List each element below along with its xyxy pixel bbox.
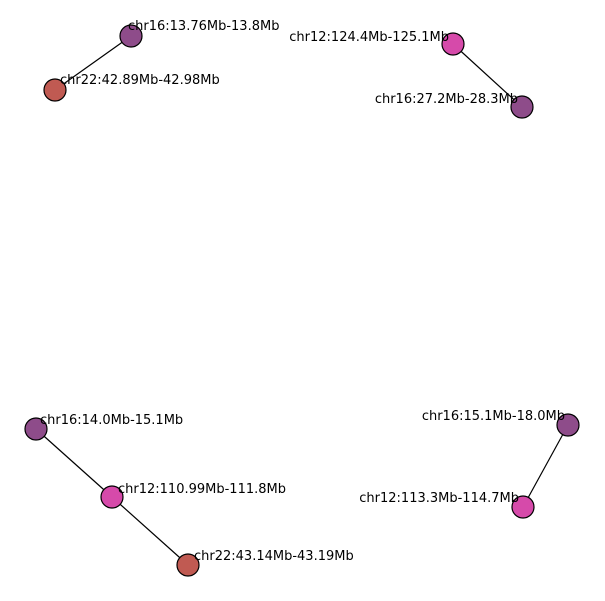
node-label-n7: chr22:43.14Mb-43.19Mb — [194, 549, 354, 564]
node-n9[interactable] — [511, 495, 535, 519]
node-n8[interactable] — [556, 413, 580, 437]
node-label-n6: chr12:110.99Mb-111.8Mb — [118, 482, 286, 497]
edge-n3-n4 — [452, 43, 523, 108]
node-n2[interactable] — [43, 78, 67, 102]
edge-n1-n2 — [54, 35, 132, 91]
node-label-n8: chr16:15.1Mb-18.0Mb — [422, 409, 565, 424]
node-label-n4: chr16:27.2Mb-28.3Mb — [375, 92, 518, 107]
edges-layer — [35, 35, 569, 566]
node-label-n3: chr12:124.4Mb-125.1Mb — [289, 30, 449, 45]
nodes-layer — [24, 24, 580, 577]
edge-n8-n9 — [522, 424, 569, 508]
edge-n5-n6 — [35, 428, 113, 498]
edge-n6-n7 — [111, 496, 189, 566]
node-n7[interactable] — [176, 553, 200, 577]
node-label-n9: chr12:113.3Mb-114.7Mb — [359, 491, 519, 506]
node-n6[interactable] — [100, 485, 124, 509]
node-label-n1: chr16:13.76Mb-13.8Mb — [128, 19, 279, 34]
node-label-n5: chr16:14.0Mb-15.1Mb — [40, 413, 183, 428]
node-n4[interactable] — [510, 95, 534, 119]
labels-layer: chr16:13.76Mb-13.8Mb chr22:42.89Mb-42.98M… — [40, 19, 565, 564]
node-label-n2: chr22:42.89Mb-42.98Mb — [60, 73, 220, 88]
node-n1[interactable] — [119, 24, 143, 48]
node-n3[interactable] — [441, 32, 465, 56]
node-n5[interactable] — [24, 417, 48, 441]
